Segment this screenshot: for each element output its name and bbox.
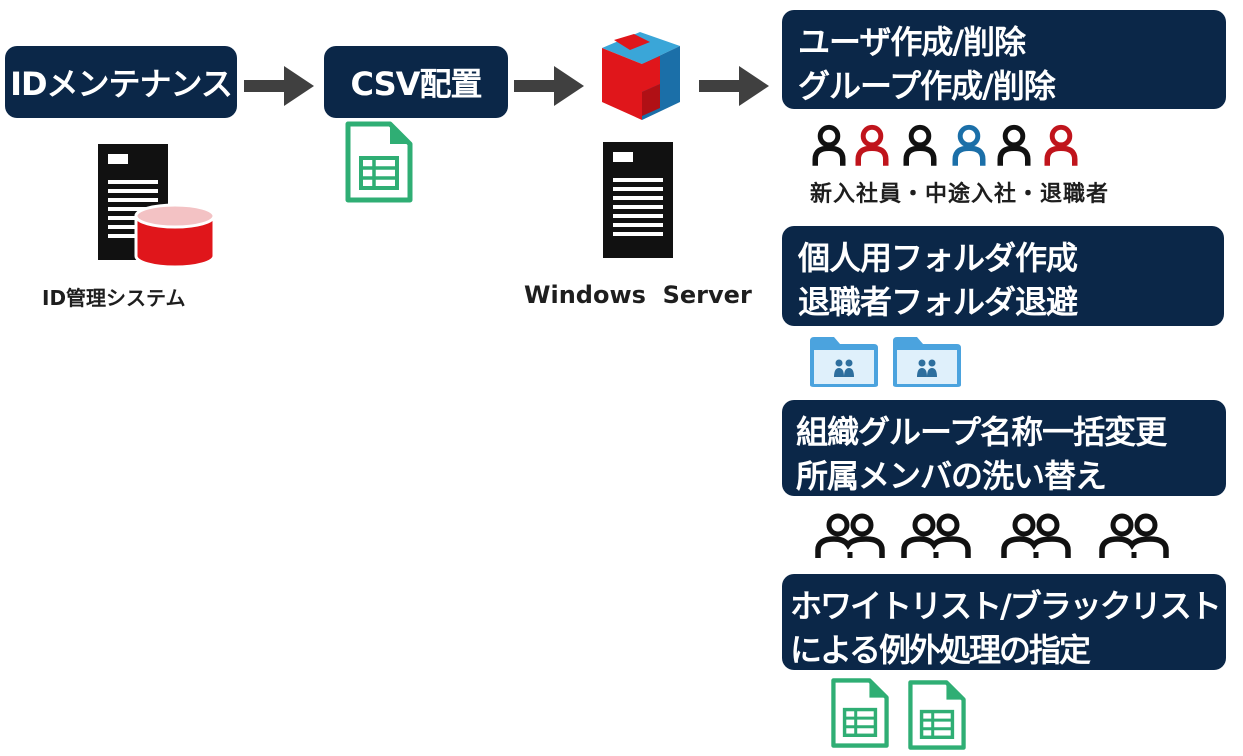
shared-folder-icon bbox=[808, 335, 880, 389]
person-icon bbox=[997, 124, 1031, 168]
step-id-maintenance-label: IDメンテナンス bbox=[10, 65, 233, 103]
arrow-right-icon bbox=[514, 66, 584, 106]
arrow-right-icon bbox=[244, 66, 314, 106]
group-icon bbox=[1000, 512, 1072, 558]
person-icon bbox=[903, 124, 937, 168]
task-line: 退職者フォルダ退避 bbox=[798, 283, 1078, 321]
task-line: 個人用フォルダ作成 bbox=[798, 239, 1078, 277]
database-cylinder-icon bbox=[134, 203, 216, 269]
arrow-right-icon bbox=[699, 66, 769, 106]
task-line: による例外処理の指定 bbox=[790, 631, 1091, 669]
task-user-group-management: ユーザ作成/削除 グループ作成/削除 bbox=[782, 10, 1226, 109]
person-icon bbox=[855, 124, 889, 168]
spreadsheet-file-icon bbox=[344, 120, 414, 204]
group-icon bbox=[814, 512, 886, 558]
group-icon bbox=[900, 512, 972, 558]
step-csv-placement-label: CSV配置 bbox=[350, 65, 483, 103]
task-exception-lists: ホワイトリスト/ブラックリスト による例外処理の指定 bbox=[782, 574, 1226, 670]
puzzle-cube-icon bbox=[602, 32, 680, 120]
task-line: 組織グループ名称一括変更 bbox=[796, 413, 1167, 451]
group-icon bbox=[1098, 512, 1170, 558]
user-type-caption: 新入社員・中途入社・退職者 bbox=[810, 182, 1110, 207]
shared-folder-icon bbox=[891, 335, 963, 389]
windows-server-label: Windows Server bbox=[524, 281, 752, 309]
id-system-label: ID管理システム bbox=[42, 286, 186, 310]
task-line: 所属メンバの洗い替え bbox=[796, 457, 1107, 495]
task-folder-management: 個人用フォルダ作成 退職者フォルダ退避 bbox=[782, 226, 1224, 326]
person-icon bbox=[952, 124, 986, 168]
task-line: ユーザ作成/削除 bbox=[798, 23, 1026, 61]
spreadsheet-file-icon bbox=[830, 676, 890, 750]
task-organization-groups: 組織グループ名称一括変更 所属メンバの洗い替え bbox=[782, 400, 1226, 496]
spreadsheet-file-icon bbox=[907, 678, 967, 752]
person-icon bbox=[812, 124, 846, 168]
task-line: グループ作成/削除 bbox=[798, 67, 1056, 105]
task-line: ホワイトリスト/ブラックリスト bbox=[790, 587, 1222, 625]
step-id-maintenance: IDメンテナンス bbox=[5, 46, 237, 118]
server-tower-icon bbox=[601, 140, 675, 260]
person-icon bbox=[1044, 124, 1078, 168]
step-csv-placement: CSV配置 bbox=[324, 46, 508, 118]
